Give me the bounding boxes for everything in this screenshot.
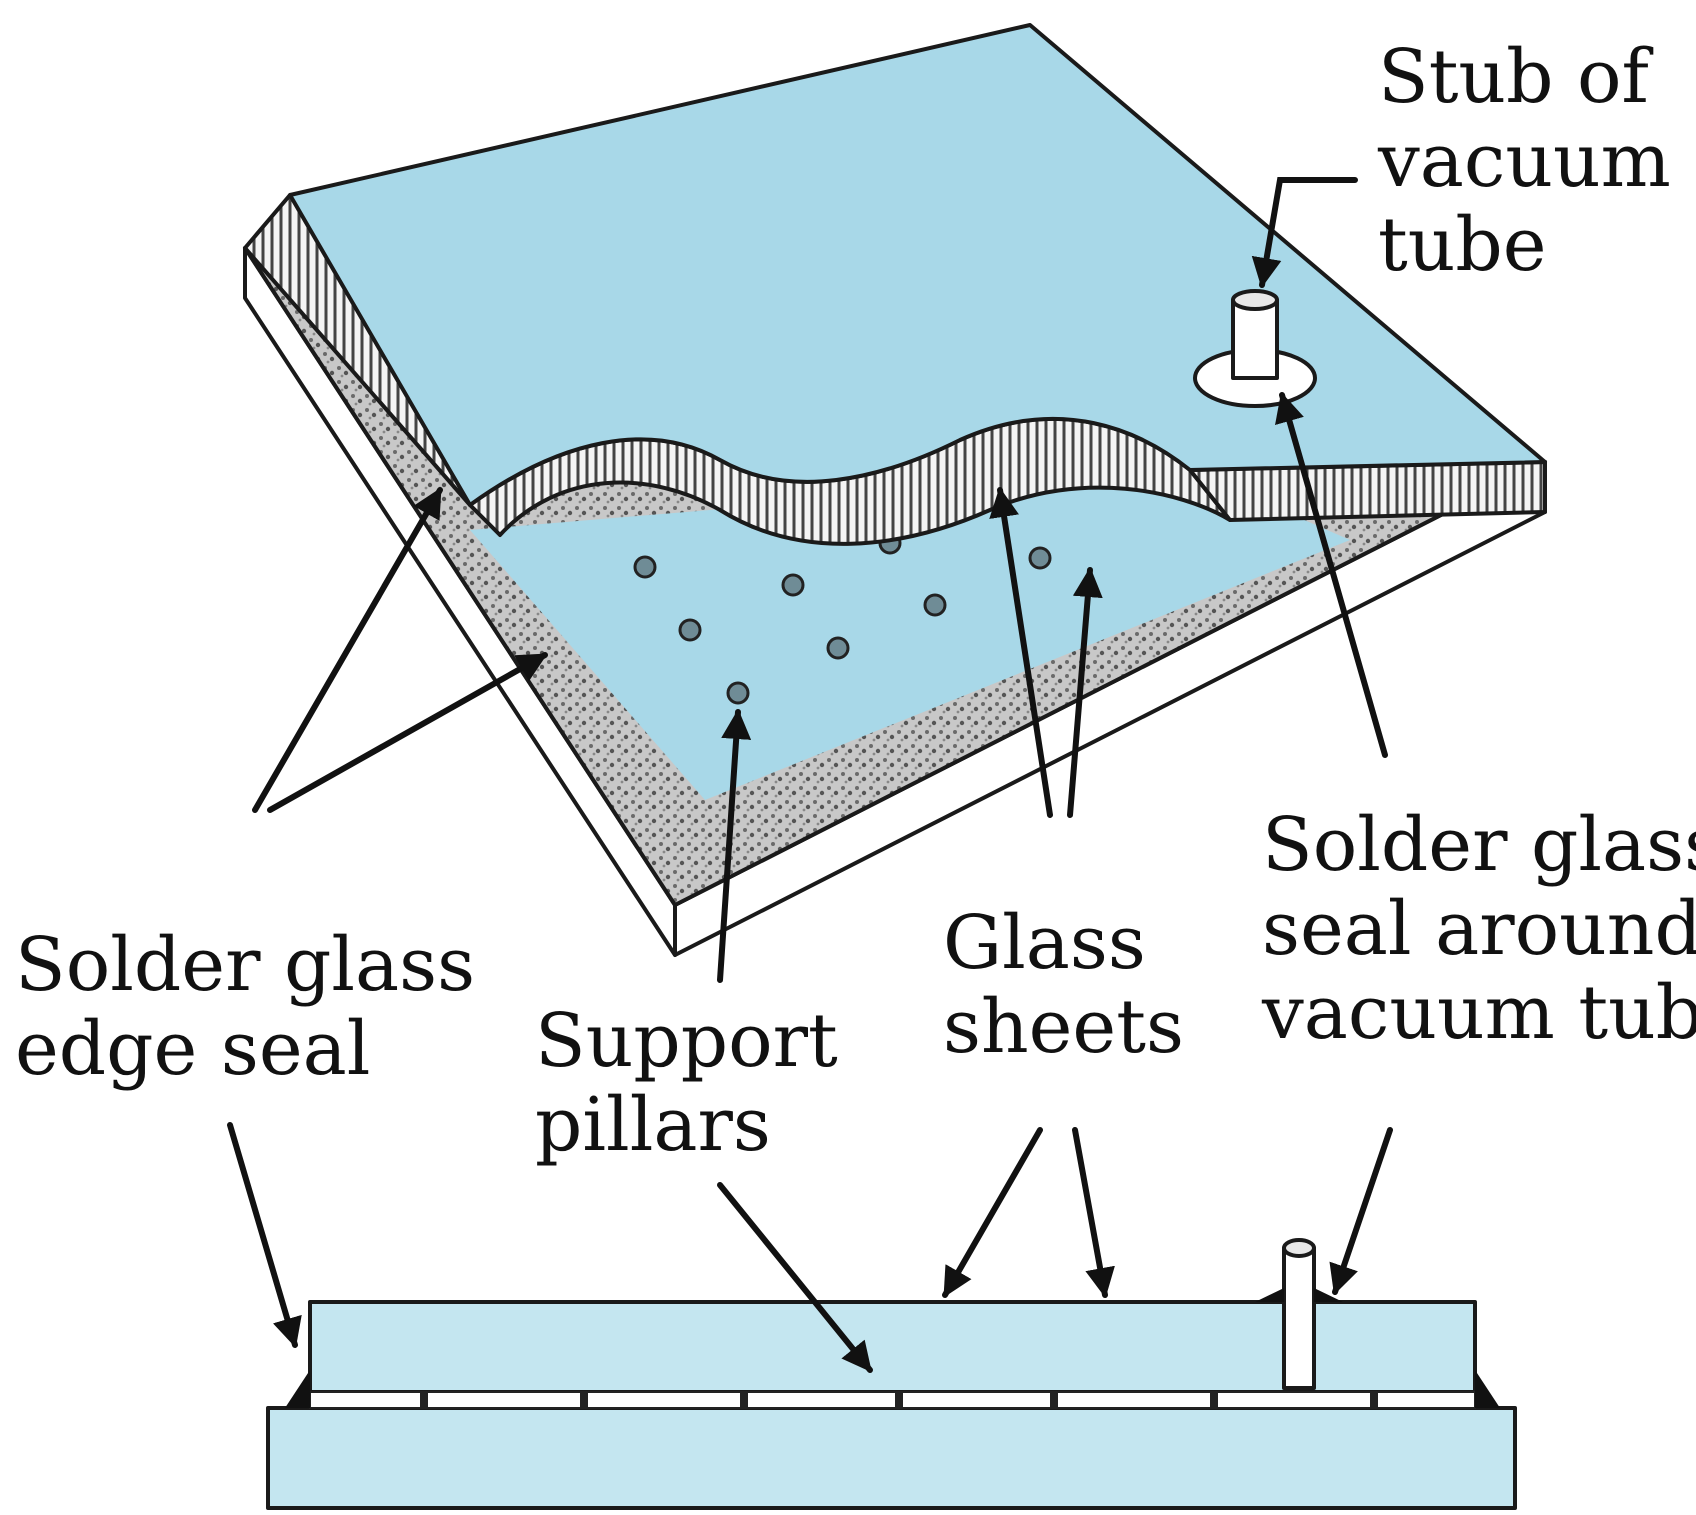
isometric-view (243, 23, 1547, 957)
cross-vacuum-gap (309, 1391, 1476, 1409)
cross-pillars (420, 1392, 1378, 1408)
pillar-dot (633, 555, 657, 579)
sheets-leader-cross-top (942, 1127, 1043, 1298)
label-line: vacuum tube (1261, 970, 1696, 1056)
pillar-dot (781, 573, 805, 597)
pillar-dot (726, 681, 750, 705)
stub-leader (1251, 177, 1358, 288)
cross-section-view (266, 1238, 1517, 1510)
label-line: Support (535, 998, 838, 1084)
cross-pillar (420, 1392, 428, 1408)
cross-left-edge-seal (285, 1370, 310, 1408)
label-line: Glass (943, 900, 1146, 986)
top-glass-surface (288, 23, 1547, 507)
edge-seal-leader-strip (267, 652, 548, 813)
label-tube-seal: Solder glass seal around vacuum tube (1261, 802, 1696, 1056)
cross-tube-seal (1255, 1288, 1284, 1302)
pillar-dot (923, 593, 947, 617)
lower-glass-surface (470, 470, 1350, 800)
tube-body (1231, 298, 1279, 380)
label-support-pillars: Support pillars (535, 998, 838, 1168)
label-line: Solder glass (1262, 802, 1696, 888)
pillars-leader-cross (717, 1182, 873, 1373)
label-line: tube (1378, 202, 1547, 288)
label-line: Solder glass (15, 922, 475, 1008)
cross-tube-body (1282, 1246, 1316, 1390)
cross-pillar (1050, 1392, 1058, 1408)
label-edge-seal: Solder glass edge seal (15, 922, 475, 1092)
label-line: edge seal (15, 1006, 370, 1092)
tube-seal-leader-iso (1275, 392, 1388, 758)
sheets-leader-iso-bottom (1067, 567, 1103, 818)
pillar-dot (678, 618, 702, 642)
cross-pillar (895, 1392, 903, 1408)
pillar-dot (826, 636, 850, 660)
label-line: pillars (535, 1082, 771, 1168)
cross-tube-seal (1314, 1288, 1343, 1302)
pillars-leader-iso (717, 709, 752, 983)
edge-seal-leader-cross (227, 1122, 302, 1348)
cross-tube-cap (1282, 1238, 1316, 1258)
label-line: vacuum (1377, 118, 1671, 204)
cross-right-edge-seal (1475, 1370, 1500, 1408)
leader-lines (227, 177, 1393, 1373)
cross-pillar (740, 1392, 748, 1408)
cross-bottom-sheet (266, 1406, 1517, 1510)
cross-vacuum-tube (1255, 1238, 1343, 1390)
cross-pillar (1210, 1392, 1218, 1408)
edge-seal-leader-top (252, 487, 443, 813)
tube-seal-leader-cross (1329, 1127, 1393, 1295)
sheets-leader-iso-top (989, 487, 1053, 818)
cross-top-sheet (308, 1300, 1477, 1394)
vacuum-tube-stub (1193, 289, 1317, 408)
cross-pillar (1370, 1392, 1378, 1408)
label-line: seal around (1262, 886, 1696, 972)
sheets-leader-cross-bottom (1072, 1127, 1115, 1298)
tube-top (1231, 289, 1279, 311)
label-glass-sheets: Glass sheets (943, 900, 1184, 1070)
label-line: sheets (943, 984, 1184, 1070)
pillar-dot (1028, 546, 1052, 570)
label-stub-of-vacuum-tube: Stub of vacuum tube (1377, 34, 1671, 288)
label-line: Stub of (1378, 34, 1654, 120)
support-pillars-iso (633, 531, 1052, 705)
cross-pillar (580, 1392, 588, 1408)
